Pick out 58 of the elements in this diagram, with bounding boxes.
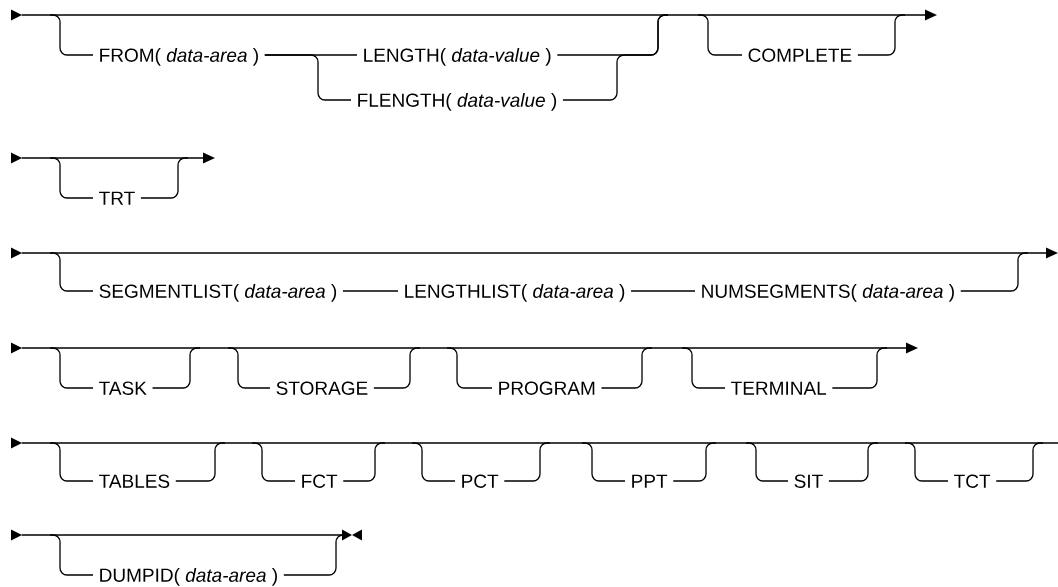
keyword: LENGTH( data-value ) xyxy=(364,48,551,66)
track-line xyxy=(904,442,949,482)
track-line xyxy=(745,442,789,482)
track-line xyxy=(630,290,696,292)
track-line xyxy=(49,347,94,389)
track-line xyxy=(503,442,551,482)
keyword: PCT xyxy=(462,474,499,488)
main-track xyxy=(11,247,1058,259)
track-line xyxy=(251,442,296,482)
keyword: STORAGE xyxy=(276,381,368,395)
track-line xyxy=(995,442,1044,482)
track-line xyxy=(857,14,906,56)
keyword: TCT xyxy=(954,474,991,488)
keyword: TRT xyxy=(99,191,135,205)
track-line xyxy=(49,14,94,56)
track-line xyxy=(140,157,189,199)
keyword: COMPLETE xyxy=(748,48,852,62)
main-track xyxy=(11,437,1058,449)
track-line xyxy=(49,442,94,482)
keyword: TABLES xyxy=(99,474,170,488)
track-line xyxy=(960,252,1029,292)
track-line xyxy=(446,347,493,389)
track-line xyxy=(342,442,386,482)
track-line xyxy=(831,347,888,389)
track-line xyxy=(342,290,399,292)
keyword: SEGMENTLIST( data-area ) xyxy=(99,284,337,302)
main-track xyxy=(11,342,918,354)
track-line xyxy=(264,54,352,101)
track-line xyxy=(672,442,717,482)
track-line xyxy=(373,347,421,389)
keyword: FCT xyxy=(302,474,338,488)
track-line xyxy=(49,157,94,199)
keyword: TERMINAL xyxy=(731,381,827,395)
keyword: NUMSEGMENTS( data-area ) xyxy=(702,284,954,302)
keyword: TASK xyxy=(99,381,147,395)
track-line xyxy=(227,347,271,389)
track-line xyxy=(600,347,653,389)
main-track xyxy=(11,152,215,164)
track-line xyxy=(49,534,94,576)
keyword: PROGRAM xyxy=(499,381,595,395)
main-track xyxy=(11,9,937,21)
track-line xyxy=(562,14,669,101)
track-line xyxy=(283,534,347,576)
track-line xyxy=(828,442,879,482)
keyword: PPT xyxy=(632,474,668,488)
track-line xyxy=(697,14,743,56)
keyword: FLENGTH( data-value ) xyxy=(358,93,557,111)
main-track xyxy=(11,529,362,541)
keyword: DUMPID( data-area ) xyxy=(100,568,277,586)
track-line xyxy=(49,252,94,292)
track-line xyxy=(151,347,201,389)
track-line xyxy=(411,442,456,482)
keyword: LENGTHLIST( data-area ) xyxy=(405,284,625,302)
keyword: SIT xyxy=(794,474,823,488)
track-line xyxy=(581,442,626,482)
track-line xyxy=(175,442,226,482)
track-line xyxy=(681,347,726,389)
keyword: FROM( data-area ) xyxy=(100,48,258,66)
